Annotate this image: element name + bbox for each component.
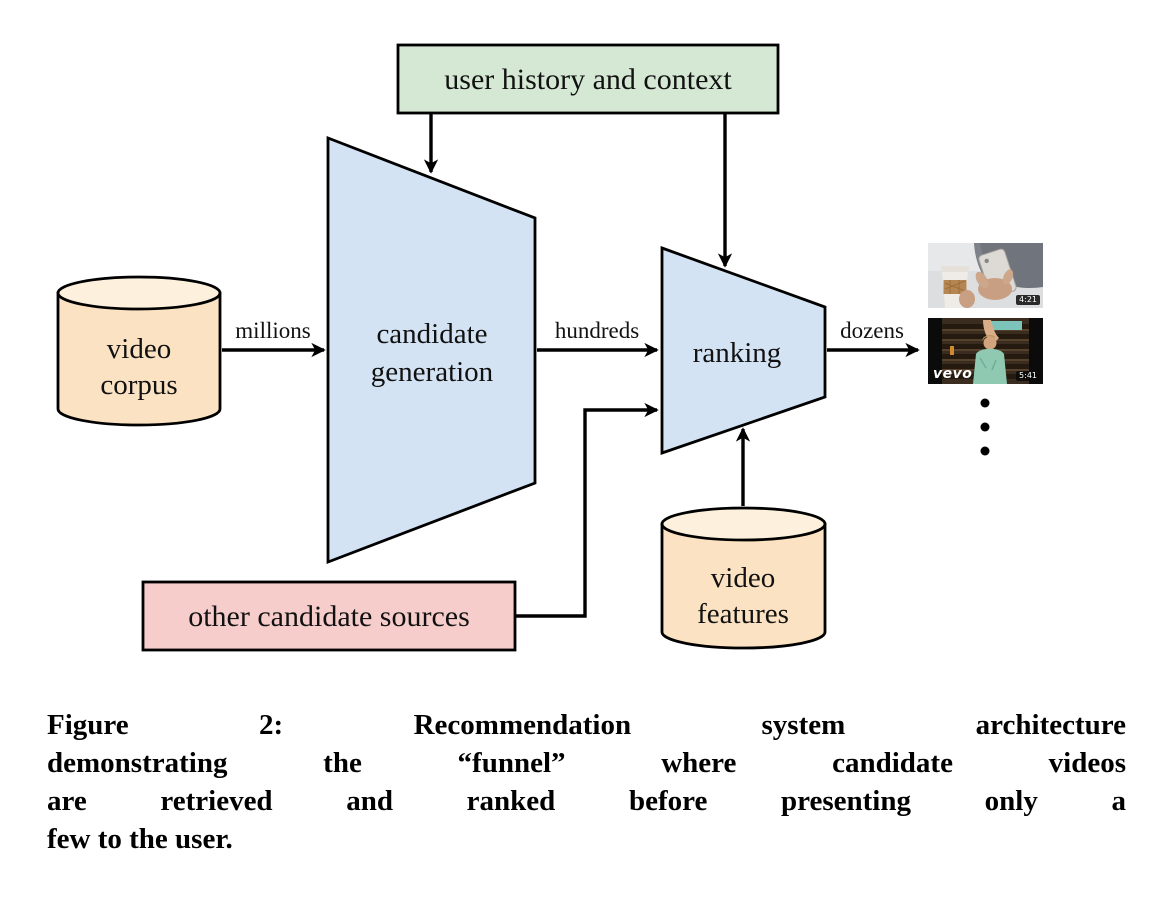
user-history-box [396,43,780,115]
caption-line-3: are retrieved and ranked before presenti… [47,785,1126,817]
ranking-funnel [660,246,827,455]
candidate-generation-label-line2: generation [371,356,494,388]
video-thumbnail-phone-coffee: 4:21 [928,243,1043,308]
user-history-label: user history and context [444,63,732,96]
ellipsis-dots [980,398,990,456]
video-duration-badge: 4:21 [1016,295,1040,305]
video-corpus-label-line2: corpus [100,369,177,401]
hundreds-label: hundreds [555,318,639,343]
video-features-label-line2: features [697,598,789,630]
millions-label: millions [235,318,310,343]
arrow-other-sources-to-ranking [515,402,659,618]
caption-line-4: few to the user. [47,823,233,855]
architecture-diagram: user history and context candidate gener… [56,43,990,652]
candidate-generation-label-line1: candidate [376,318,487,350]
caption-line-1: Figure 2: Recommendation system architec… [47,709,1126,741]
video-corpus-label-line1: video [107,333,171,365]
figure-caption: Figure 2: Recommendation system architec… [47,706,1126,858]
candidate-generation-funnel [326,135,537,565]
caption-line-2: demonstrating the “funnel” where candida… [47,747,1126,779]
dozens-label: dozens [840,318,904,343]
video-thumbnail-vevo: vevo 5:41 [928,318,1043,384]
vevo-logo: vevo [933,366,973,382]
video-features-cylinder-body [660,522,827,650]
video-corpus-cylinder-body [56,291,222,427]
video-features-label-line1: video [711,562,775,594]
video-duration-badge: 5:41 [1016,371,1040,381]
video-features-cylinder-top [660,506,827,542]
other-candidate-sources-box [141,580,517,652]
ranking-label: ranking [693,337,782,369]
phone-coffee-image [928,243,1043,308]
video-corpus-cylinder-top [56,275,222,311]
other-candidate-sources-label: other candidate sources [188,600,470,633]
